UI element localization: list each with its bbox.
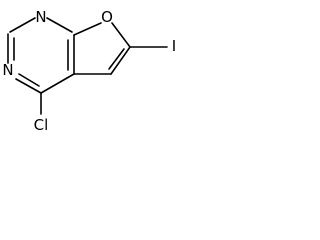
bond-n-left-c2-double bbox=[7, 33, 15, 64]
bond-c4a-c4 bbox=[40, 73, 75, 94]
atom-label-chlorine: Cl bbox=[34, 116, 49, 134]
bond-o-c6 bbox=[111, 22, 131, 48]
chemical-structure: N N O I Cl bbox=[2, 8, 176, 134]
bond-c7a-o bbox=[73, 22, 102, 36]
atom-label-oxygen: O bbox=[101, 8, 113, 26]
atom-label-n-top: N bbox=[35, 8, 46, 26]
bond-c7a-c4a-double bbox=[67, 34, 75, 75]
bond-c4-n-left-double bbox=[15, 73, 42, 94]
atom-label-iodine: I bbox=[172, 37, 176, 55]
bond-c6-c5-double bbox=[108, 46, 131, 75]
atom-label-n-left: N bbox=[2, 61, 13, 79]
bond-n-top-c7a bbox=[46, 17, 73, 33]
bond-c2-n-top bbox=[9, 17, 36, 33]
